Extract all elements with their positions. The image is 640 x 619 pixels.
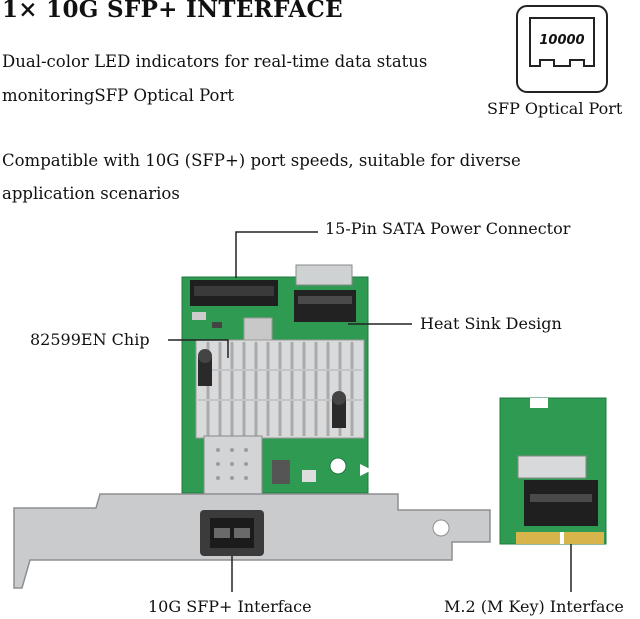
feature-text-led: Dual-color LED indicators for real-time …	[2, 52, 428, 105]
label-sata-connector: 15-Pin SATA Power Connector	[325, 219, 571, 238]
label-sfp-interface: 10G SFP+ Interface	[148, 597, 312, 616]
callout-lines	[168, 231, 572, 592]
m2-adapter-card	[499, 397, 607, 545]
sfp-port-icon-label: 10000	[539, 33, 584, 48]
network-card	[181, 264, 372, 495]
page-heading: 1× 10G SFP+ INTERFACE	[2, 0, 343, 23]
pci-bracket	[13, 493, 491, 589]
sfp-port-caption: SFP Optical Port	[487, 99, 623, 118]
feature-text-compatibility: Compatible with 10G (SFP+) port speeds, …	[2, 151, 521, 203]
label-heat-sink: Heat Sink Design	[420, 314, 562, 333]
sfp-port-icon: 10000	[516, 5, 608, 93]
label-m2-interface: M.2 (M Key) Interface	[444, 597, 624, 616]
label-chip: 82599EN Chip	[30, 330, 150, 349]
